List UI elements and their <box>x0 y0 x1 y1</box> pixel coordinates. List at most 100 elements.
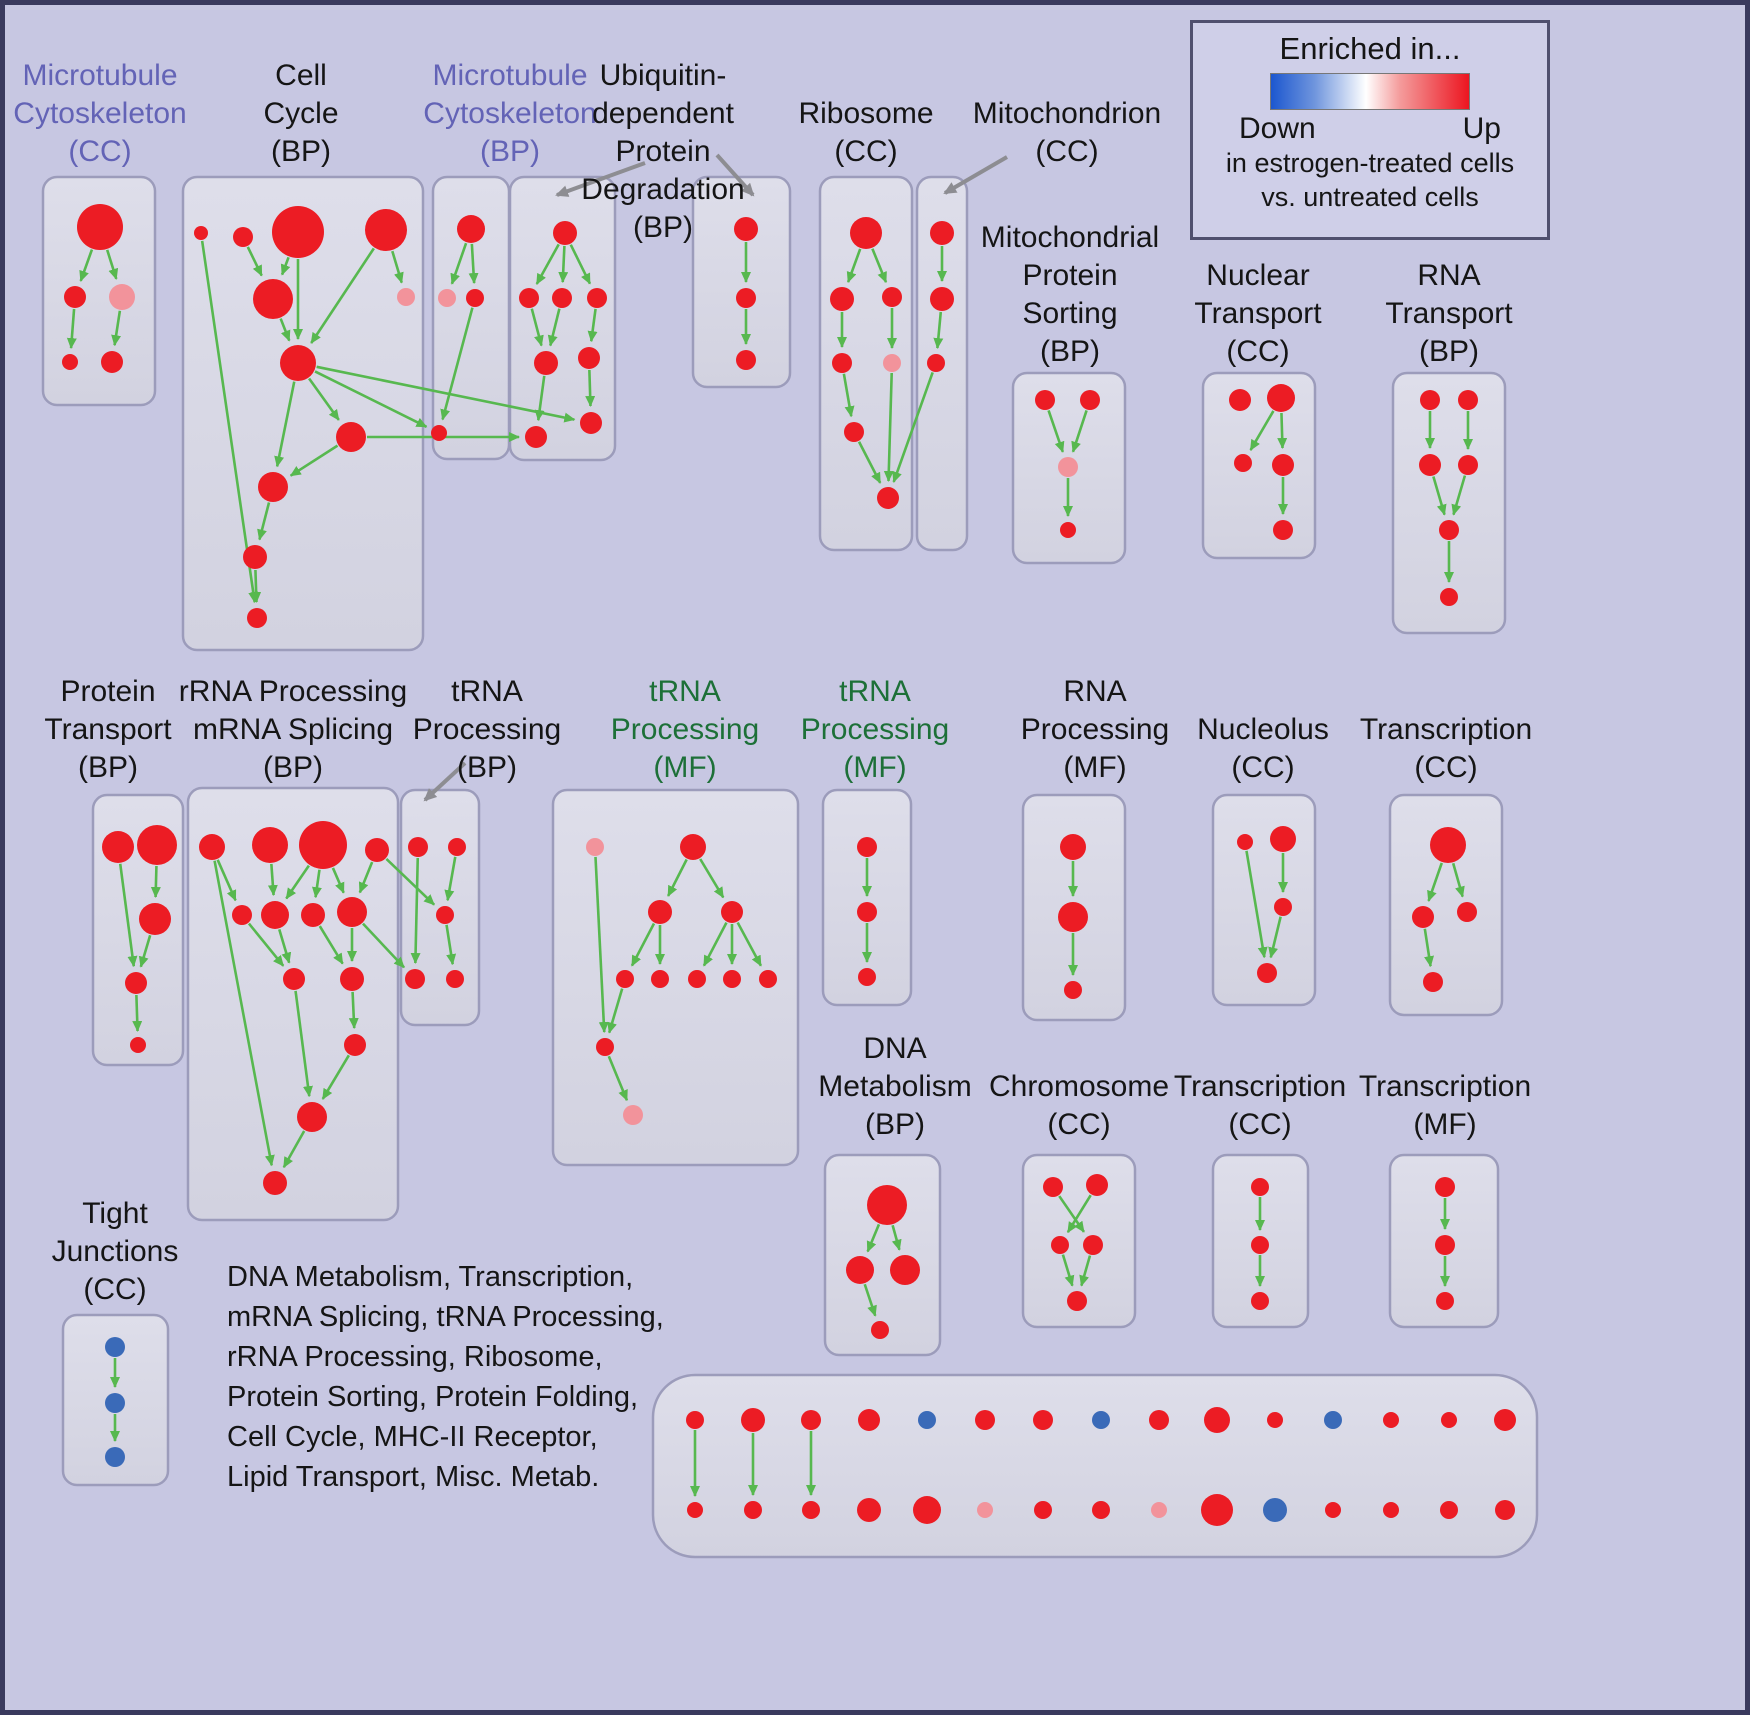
edge-arrow <box>251 569 262 604</box>
edge-arrow <box>863 1283 877 1317</box>
go-term-node <box>741 1408 765 1432</box>
go-term-node <box>850 217 882 249</box>
cluster-box-rrna-processing-mrna-splicing-bp <box>186 786 400 1222</box>
edge-arrow <box>933 311 944 350</box>
go-term-node <box>1272 454 1294 476</box>
edge-arrow <box>278 929 292 964</box>
go-term-node <box>1033 1410 1053 1430</box>
go-term-node <box>1035 390 1055 410</box>
edge-arrow <box>1058 1195 1085 1233</box>
legend-subtitle-1: in estrogen-treated cells <box>1225 148 1515 178</box>
label-pointer-arrow <box>943 155 1009 195</box>
go-term-node <box>1440 1501 1458 1519</box>
go-term-node <box>102 831 134 863</box>
go-term-node <box>1080 390 1100 410</box>
go-term-node <box>365 838 389 862</box>
go-term-node <box>344 1034 366 1056</box>
go-term-node <box>1051 1236 1069 1254</box>
edge-arrow <box>282 1130 306 1169</box>
go-term-node <box>105 1337 125 1357</box>
go-term-node <box>623 1105 643 1125</box>
go-term-node <box>194 226 208 240</box>
edge-arrow <box>308 377 340 421</box>
edge-arrow <box>267 863 278 897</box>
go-term-node <box>299 821 347 869</box>
go-term-node <box>877 487 899 509</box>
edge-arrow <box>891 1224 902 1251</box>
go-term-node <box>1435 1177 1455 1197</box>
cluster-box-trna-processing-bp <box>399 788 481 1027</box>
go-term-node <box>233 227 253 247</box>
go-term-node <box>365 209 407 251</box>
go-term-node <box>858 968 876 986</box>
go-term-node <box>436 906 454 924</box>
label-pointer-arrow <box>715 153 755 197</box>
go-enrichment-network-diagram <box>41 153 1539 1559</box>
edge-arrow <box>607 988 624 1034</box>
cluster-box-rna-transport-bp <box>1391 371 1507 635</box>
edge-arrow <box>111 310 122 347</box>
go-term-node <box>1064 981 1082 999</box>
go-term-node <box>1067 1291 1087 1311</box>
edge-arrow <box>314 370 428 428</box>
go-term-node <box>1324 1411 1342 1429</box>
cluster-box-transcription-cc <box>1388 793 1504 1017</box>
go-term-node <box>1441 1412 1457 1428</box>
go-term-node <box>232 905 252 925</box>
go-term-node <box>519 288 539 308</box>
go-term-node <box>105 1393 125 1413</box>
cluster-box-nuclear-transport-cc <box>1201 371 1317 560</box>
go-term-node <box>1234 454 1252 472</box>
edge-arrow <box>316 365 576 423</box>
go-term-node <box>1201 1494 1233 1526</box>
edge-arrow <box>450 242 468 285</box>
legend-up-label: Up <box>1462 112 1501 145</box>
edge-arrow <box>1079 1255 1092 1287</box>
go-term-node <box>871 1321 889 1339</box>
edge-arrow <box>1451 475 1467 516</box>
go-term-node <box>913 1496 941 1524</box>
go-term-node <box>1251 1236 1269 1254</box>
go-term-node <box>1435 1235 1455 1255</box>
go-term-node <box>578 347 600 369</box>
go-term-node <box>882 287 902 307</box>
go-term-node <box>109 284 135 310</box>
edge-arrow <box>702 922 728 967</box>
edge-arrow <box>391 250 404 284</box>
go-term-node <box>283 968 305 990</box>
go-term-node <box>125 972 147 994</box>
go-term-node <box>1458 455 1478 475</box>
go-term-node <box>1494 1409 1516 1431</box>
edge-arrow <box>310 247 375 344</box>
go-term-node <box>1043 1177 1063 1197</box>
edge-arrow <box>410 857 421 965</box>
edge-arrow <box>66 308 77 350</box>
cluster-box-misc-strip <box>651 1373 1539 1559</box>
go-term-node <box>1251 1292 1269 1310</box>
go-term-node <box>687 1502 703 1518</box>
edge-arrow <box>285 864 310 900</box>
go-term-node <box>846 1256 874 1284</box>
go-term-node <box>832 353 852 373</box>
edge-arrow <box>200 240 259 604</box>
go-term-node <box>1383 1412 1399 1428</box>
go-term-node <box>1083 1235 1103 1255</box>
cluster-box-dna-metabolism-bp <box>823 1153 942 1357</box>
edge-arrow <box>871 248 888 284</box>
edge-arrow <box>530 308 544 347</box>
pointer-arrows-layer <box>423 153 1009 802</box>
go-term-node <box>686 1411 704 1429</box>
edge-arrow <box>846 248 862 284</box>
edge-arrow <box>362 922 405 969</box>
go-term-node <box>1495 1500 1515 1520</box>
edge-arrow <box>440 307 474 421</box>
go-term-node <box>857 837 877 857</box>
edge-arrow <box>1249 410 1275 451</box>
edge-arrow <box>558 245 569 284</box>
edge-arrow <box>150 865 161 899</box>
go-term-node <box>1251 1178 1269 1196</box>
go-term-node <box>1086 1174 1108 1196</box>
edge-arrow <box>1268 916 1282 959</box>
edge-arrow <box>216 859 237 902</box>
